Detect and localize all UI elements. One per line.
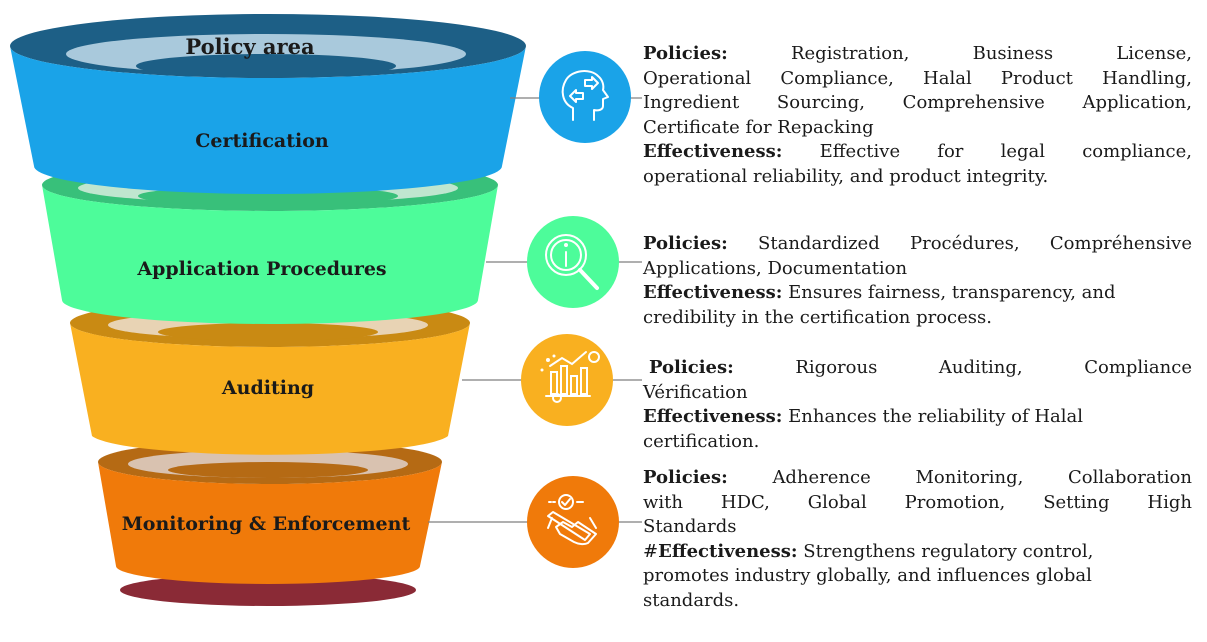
bar-chart-icon bbox=[521, 334, 613, 426]
policies-line: Certificate for Repacking bbox=[643, 116, 874, 138]
stage-label-certification: Certification bbox=[195, 130, 329, 152]
funnel-stage-monitoring: Monitoring & Enforcement bbox=[98, 440, 442, 584]
effectiveness-line: certification. bbox=[643, 430, 760, 452]
policies-line: Standards bbox=[643, 516, 737, 538]
details-certification: Policies: Registration, Business License… bbox=[643, 42, 1192, 190]
effectiveness-line: operational reliability, and product int… bbox=[643, 165, 1049, 187]
connector-lines bbox=[428, 97, 642, 523]
details-application: Policies: Standardized Procédures, Compr… bbox=[643, 232, 1192, 330]
policies-line: Policies: Adherence Monitoring, Collabor… bbox=[643, 467, 1192, 488]
policies-line: Ingredient Sourcing, Comprehensive Appli… bbox=[643, 92, 1192, 114]
policies-line: Policies: Rigorous Auditing, Compliance bbox=[649, 357, 1192, 378]
header-label-policy-area: Policy area bbox=[185, 34, 315, 59]
stage-label-auditing: Auditing bbox=[221, 377, 314, 399]
policies-line: Vérification bbox=[643, 381, 748, 403]
stage-label-monitoring: Monitoring & Enforcement bbox=[122, 513, 411, 535]
details-monitoring: Policies: Adherence Monitoring, Collabor… bbox=[643, 466, 1192, 614]
policies-line: Policies: Registration, Business License… bbox=[643, 43, 1192, 64]
effectiveness-line: credibility in the certification process… bbox=[643, 306, 992, 328]
policies-line: Operational Compliance, Halal Product Ha… bbox=[643, 67, 1192, 89]
info-magnifier-icon bbox=[527, 216, 619, 308]
effectiveness-line: #Effectiveness: Strengthens regulatory c… bbox=[643, 540, 1094, 562]
details-auditing: Policies: Rigorous Auditing, Compliance … bbox=[643, 356, 1192, 454]
effectiveness-line: Effectiveness: Ensures fairness, transpa… bbox=[643, 282, 1116, 304]
effectiveness-line: promotes industry globally, and influenc… bbox=[643, 565, 1092, 587]
effectiveness-line: standards. bbox=[643, 589, 740, 611]
policies-line: Applications, Documentation bbox=[643, 257, 908, 279]
policies-line: with HDC, Global Promotion, Setting High bbox=[643, 491, 1192, 513]
effectiveness-line: Effectiveness: Enhances the reliability … bbox=[643, 406, 1084, 428]
policies-line: Policies: Standardized Procédures, Compr… bbox=[643, 233, 1192, 254]
head-arrows-icon bbox=[539, 51, 631, 143]
handshake-icon bbox=[527, 476, 619, 568]
funnel-base bbox=[120, 574, 416, 606]
stage-label-application: Application Procedures bbox=[136, 258, 386, 280]
effectiveness-line: Effectiveness: Effective for legal compl… bbox=[643, 141, 1192, 163]
funnel-stage-certification: Policy area Certification bbox=[10, 14, 526, 194]
